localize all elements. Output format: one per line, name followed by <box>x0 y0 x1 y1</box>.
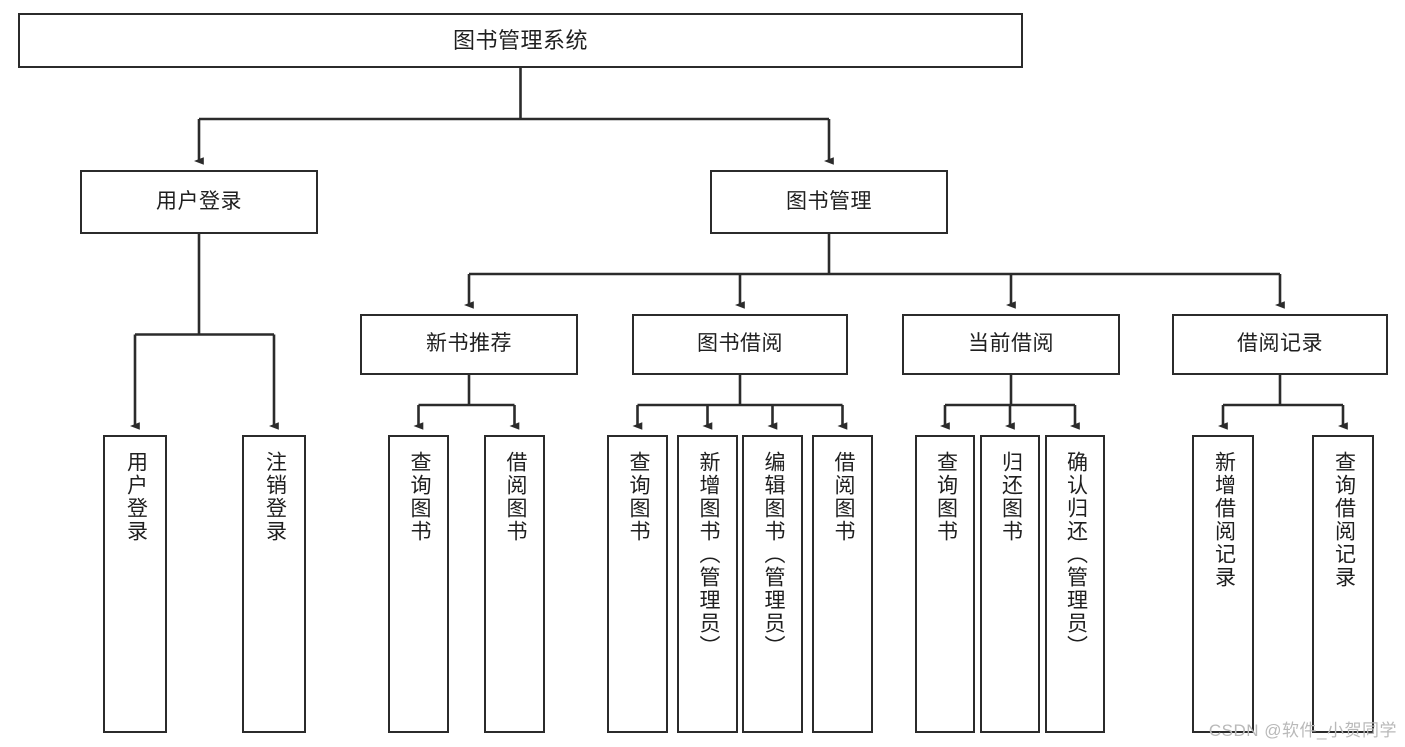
leaf-query-book-borrow-label: 查询图书 <box>626 451 650 543</box>
node-new-book-recommend-label: 新书推荐 <box>426 332 512 356</box>
node-user-login[interactable]: 用户登录 <box>80 170 318 234</box>
node-root-label: 图书管理系统 <box>452 27 588 53</box>
leaf-borrow-book-label: 借阅图书 <box>831 451 855 543</box>
leaf-confirm-return-admin[interactable]: 确认归还（管理员） <box>1045 435 1105 733</box>
leaf-user-login-label: 用户登录 <box>124 451 148 543</box>
leaf-query-book-borrow[interactable]: 查询图书 <box>607 435 668 733</box>
node-new-book-recommend[interactable]: 新书推荐 <box>360 314 578 375</box>
leaf-return-book-label: 归还图书 <box>999 451 1023 543</box>
leaf-query-book-recommend[interactable]: 查询图书 <box>388 435 449 733</box>
leaf-edit-book-admin-label: 编辑图书（管理员） <box>761 451 785 658</box>
leaf-logout[interactable]: 注销登录 <box>242 435 306 733</box>
node-current-borrow-label: 当前借阅 <box>968 332 1054 356</box>
node-user-login-label: 用户登录 <box>156 189 242 213</box>
node-book-borrow[interactable]: 图书借阅 <box>632 314 848 375</box>
leaf-add-borrow-record[interactable]: 新增借阅记录 <box>1192 435 1254 733</box>
node-book-management-label: 图书管理 <box>786 189 872 213</box>
leaf-query-borrow-record-label: 查询借阅记录 <box>1332 451 1356 589</box>
leaf-edit-book-admin[interactable]: 编辑图书（管理员） <box>742 435 803 733</box>
leaf-add-borrow-record-label: 新增借阅记录 <box>1212 451 1236 589</box>
leaf-return-book[interactable]: 归还图书 <box>980 435 1040 733</box>
leaf-user-login[interactable]: 用户登录 <box>103 435 167 733</box>
leaf-query-book-current-label: 查询图书 <box>934 451 958 543</box>
node-book-management[interactable]: 图书管理 <box>710 170 948 234</box>
leaf-borrow-book[interactable]: 借阅图书 <box>812 435 873 733</box>
node-borrow-record-label: 借阅记录 <box>1237 332 1323 356</box>
leaf-borrow-book-recommend-label: 借阅图书 <box>503 451 527 543</box>
leaf-query-borrow-record[interactable]: 查询借阅记录 <box>1312 435 1374 733</box>
leaf-logout-label: 注销登录 <box>263 451 287 543</box>
leaf-query-book-recommend-label: 查询图书 <box>407 451 431 543</box>
leaf-query-book-current[interactable]: 查询图书 <box>915 435 975 733</box>
node-borrow-record[interactable]: 借阅记录 <box>1172 314 1388 375</box>
leaf-add-book-admin-label: 新增图书（管理员） <box>696 451 720 658</box>
node-root[interactable]: 图书管理系统 <box>18 13 1023 68</box>
leaf-borrow-book-recommend[interactable]: 借阅图书 <box>484 435 545 733</box>
node-book-borrow-label: 图书借阅 <box>697 332 783 356</box>
node-current-borrow[interactable]: 当前借阅 <box>902 314 1120 375</box>
leaf-confirm-return-admin-label: 确认归还（管理员） <box>1064 451 1088 658</box>
leaf-add-book-admin[interactable]: 新增图书（管理员） <box>677 435 738 733</box>
watermark: CSDN @软件_小贺同学 <box>1208 721 1397 740</box>
